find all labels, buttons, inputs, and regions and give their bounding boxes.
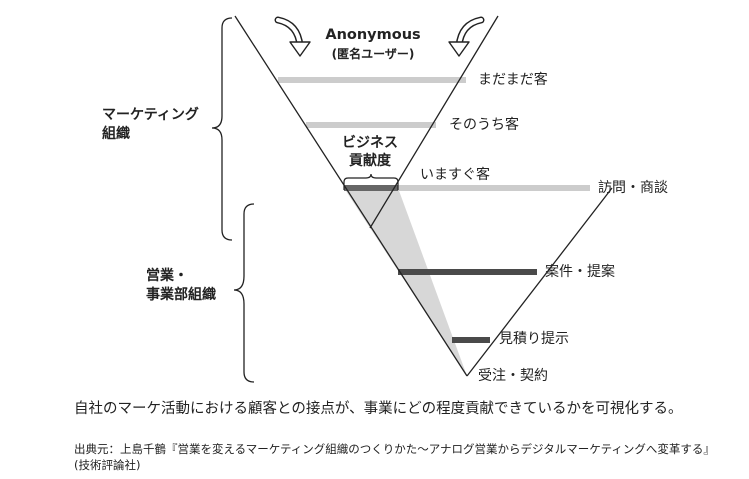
contribution-label-2: 貢献度 — [349, 153, 391, 169]
arrow-left-icon — [274, 16, 311, 57]
marketing-org-label-2: 組織 — [102, 126, 130, 142]
funnel-diagram: Anonymous (匿名ユーザー) まだまだ客 そのうち客 いますぐ客 訪問・… — [102, 15, 668, 384]
stage-quote: 見積り提示 — [499, 331, 569, 347]
sales-right-edge — [466, 187, 613, 377]
funnel-left-edge — [234, 15, 468, 377]
funnel-svg — [211, 15, 613, 383]
sales-org-label-2: 事業部組織 — [146, 287, 216, 303]
stage-proposal: 案件・提案 — [545, 264, 615, 280]
anonymous-sublabel: (匿名ユーザー) — [331, 47, 415, 61]
sales-org-brace — [233, 203, 255, 383]
source-citation: 出典元： 上島千鶴『営業を変えるマーケティング組織のつくりかた〜アナログ営業から… — [74, 441, 724, 473]
marketing-org-brace — [211, 17, 233, 241]
source-text: 上島千鶴『営業を変えるマーケティング組織のつくりかた〜アナログ営業からデジタルマ… — [74, 442, 715, 472]
sales-org-label-1: 営業・ — [146, 268, 188, 284]
anonymous-label: Anonymous — [325, 27, 421, 43]
caption: 自社のマーケ活動における顧客との接点が、事業にどの程度貢献できているかを可視化す… — [74, 401, 683, 417]
stage-sonouchi: そのうち客 — [449, 117, 519, 133]
stage-contract: 受注・契約 — [478, 368, 548, 384]
contribution-label-1: ビジネス — [342, 135, 398, 151]
source-prefix: 出典元： — [74, 442, 120, 456]
arrow-right-icon — [448, 16, 485, 57]
marketing-right-edge — [369, 15, 499, 229]
stage-madamada: まだまだ客 — [478, 72, 548, 88]
contribution-bracket — [343, 173, 399, 190]
marketing-org-label-1: マーケティング — [102, 107, 199, 123]
stage-visit: 訪問・商談 — [598, 180, 668, 196]
stage-imasugu: いますぐ客 — [420, 167, 490, 183]
